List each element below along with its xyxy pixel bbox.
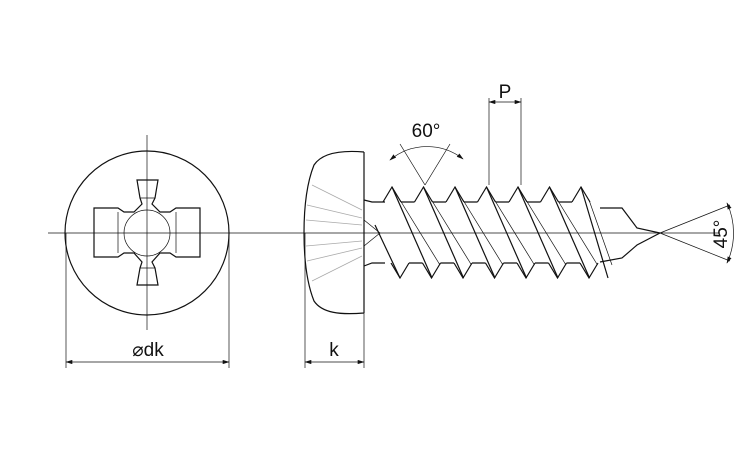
thread-flank (548, 186, 591, 279)
thread-crest-top (539, 185, 560, 203)
thread-flank (454, 186, 496, 279)
thread-flank (422, 186, 465, 279)
thread-flank (391, 186, 433, 279)
thread-body (363, 185, 662, 280)
thread-root (495, 201, 517, 264)
pitch-label: P (499, 82, 512, 103)
thread-start (374, 224, 401, 279)
thread-angle-label: 60° (412, 121, 441, 142)
dk-dimension: ⌀dk (65, 233, 230, 368)
phillips-recess (93, 179, 201, 286)
thread-crest-top (508, 185, 528, 203)
thread-root (464, 201, 486, 264)
thread-root (401, 201, 423, 264)
dk-label: ⌀dk (132, 340, 164, 361)
thread-crest-top (382, 185, 402, 203)
thread-flank-inner (399, 199, 441, 266)
thread-flank-inner (431, 199, 472, 266)
head-side-view (303, 150, 365, 315)
thread-angle-dimension: 60° (389, 121, 464, 186)
thread-flank-inner (588, 199, 613, 266)
thread-flank (517, 186, 559, 279)
k-label: k (329, 340, 339, 361)
thread-crest-top (413, 185, 434, 203)
thread-root (432, 201, 454, 264)
thread-crest-bottom (516, 262, 536, 280)
point-angle-label: 45° (711, 220, 732, 249)
k-dimension: k (304, 233, 365, 368)
thread-flank-inner (494, 199, 535, 266)
thread-flank-inner (525, 199, 567, 266)
thread-flank (580, 186, 609, 279)
thread-crest-top (476, 185, 497, 203)
thread-crest-bottom (579, 262, 599, 280)
thread-flank-inner (557, 199, 598, 266)
thread-crest-top (445, 185, 465, 203)
thread-root (558, 201, 580, 264)
thread-crest-top (571, 185, 591, 203)
thread-flank (485, 186, 528, 279)
thread-root (527, 201, 549, 264)
thread-flank-inner (462, 199, 504, 266)
thread-crest-bottom (453, 262, 473, 280)
pitch-dimension: P (488, 82, 522, 185)
point-angle-dimension: 45° (659, 202, 734, 264)
thread-crest-bottom (547, 262, 568, 280)
thread-crest-bottom (484, 262, 505, 280)
thread-crest-bottom (421, 262, 442, 280)
